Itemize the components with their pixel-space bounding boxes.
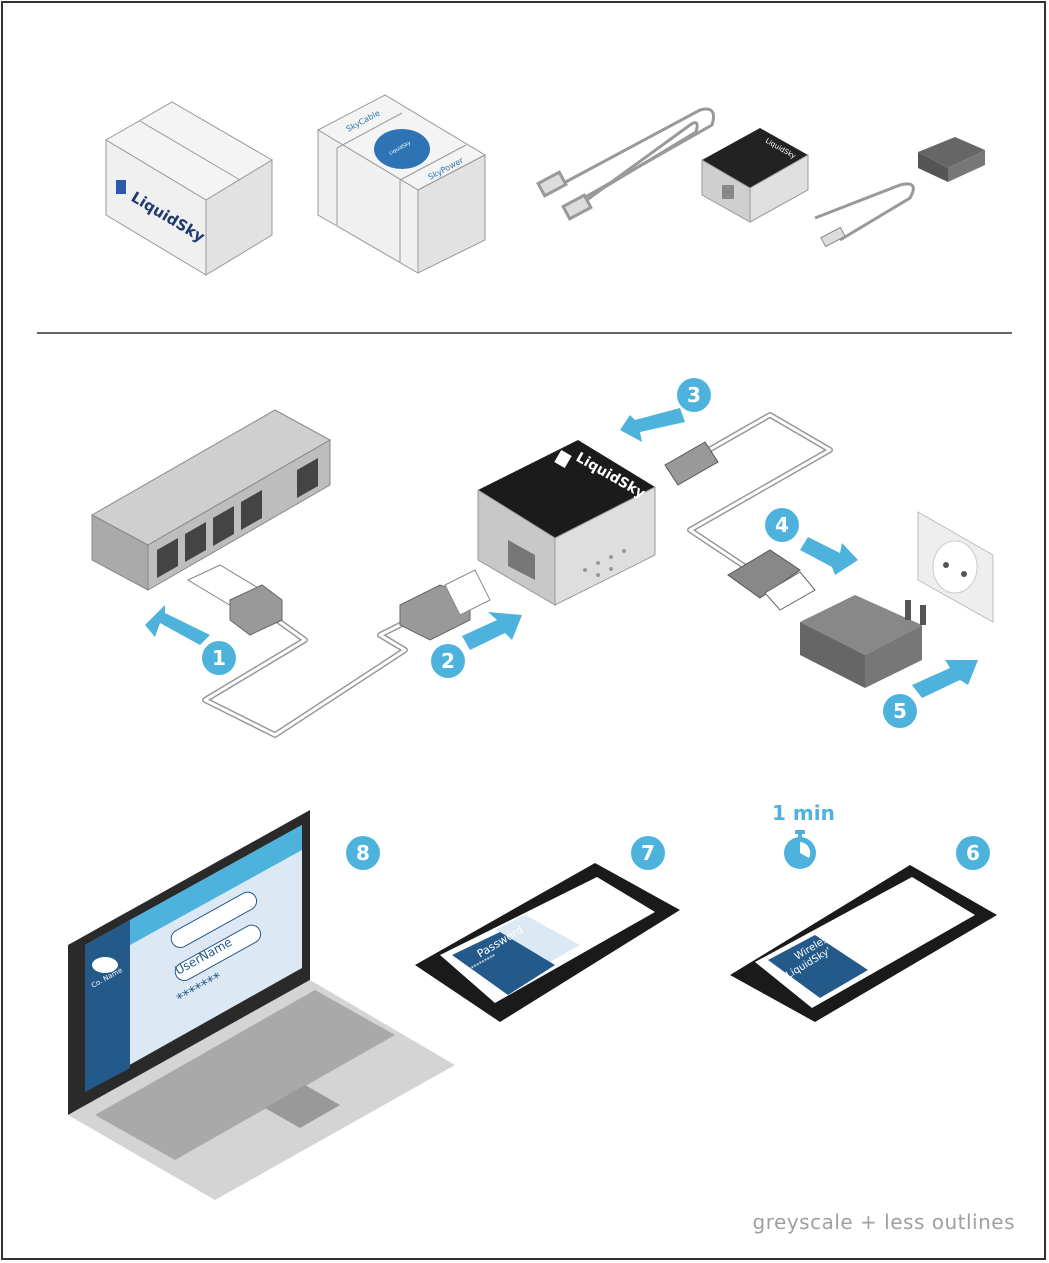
step-2: 2 — [431, 644, 465, 678]
liquidsky-logo-icon — [116, 180, 126, 194]
accessory-box: LiquidSky SkyCable SkyPower — [316, 94, 487, 274]
device-small: LiquidSky — [701, 128, 809, 223]
liquidsky-device: LiquidSky — [477, 440, 656, 606]
step-6: 6 — [956, 836, 990, 870]
svg-text:1: 1 — [212, 646, 226, 670]
network-switch — [90, 409, 332, 591]
micro-usb-plug — [664, 441, 719, 486]
step-4: 4 — [765, 508, 799, 542]
power-adapter — [800, 595, 926, 688]
step-8: 8 — [346, 836, 380, 870]
step-7: 7 — [631, 836, 665, 870]
svg-text:3: 3 — [687, 383, 701, 407]
svg-text:5: 5 — [893, 699, 907, 723]
svg-text:8: 8 — [356, 841, 370, 865]
wall-socket — [917, 511, 994, 623]
step-5: 5 — [883, 694, 917, 728]
shipping-box: LiquidSky — [105, 101, 273, 276]
arrow-5-icon — [912, 660, 978, 698]
arrow-2-icon — [462, 612, 522, 650]
laptop: UserName ******* Co. Name — [68, 810, 455, 1200]
usb-a-plug — [727, 549, 801, 599]
ethernet-plug-1 — [186, 564, 283, 636]
svg-text:6: 6 — [966, 841, 980, 865]
svg-text:2: 2 — [441, 649, 455, 673]
liquidsky-logo-icon — [554, 449, 572, 469]
stopwatch-icon — [784, 830, 816, 869]
timer-label: 1 min — [772, 801, 835, 825]
phone-password: Password ********** — [415, 863, 680, 1022]
charger-small — [814, 137, 985, 248]
phone-wifi: Wireless ID 'LiquidSky' — [730, 865, 997, 1022]
svg-text:7: 7 — [641, 841, 655, 865]
ethernet-cable — [536, 107, 715, 221]
ethernet-plug-2 — [399, 569, 491, 641]
cloud-icon — [92, 957, 118, 973]
footer-note: greyscale + less outlines — [752, 1210, 1015, 1234]
svg-text:4: 4 — [775, 513, 789, 537]
arrow-1-icon — [145, 605, 210, 645]
step-1: 1 — [202, 641, 236, 675]
arrow-3-icon — [620, 408, 685, 442]
step-3: 3 — [677, 378, 711, 412]
arrow-4-icon — [800, 537, 858, 575]
